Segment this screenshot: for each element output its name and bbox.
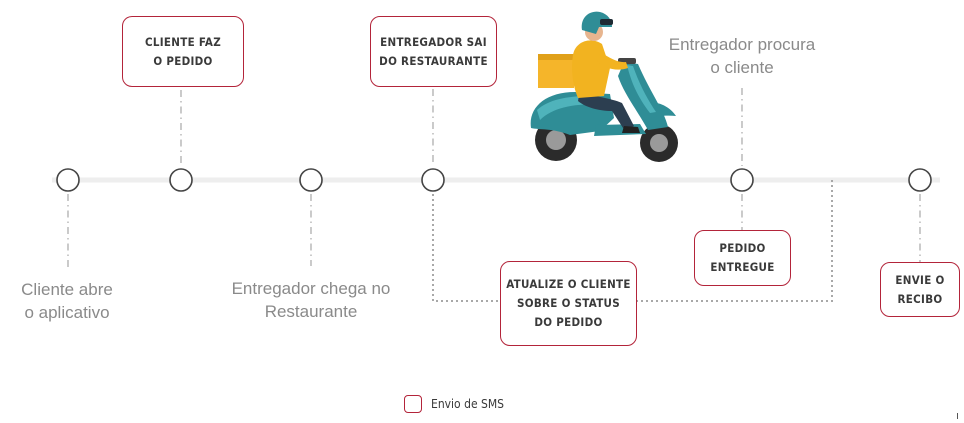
sms-step-envie-recibo: ENVIE O RECIBO [880,262,960,317]
node-entregador-chega [299,168,323,192]
step-entregador-procura: Entregador procura o cliente [668,35,816,77]
node-entregador-sai [421,168,445,192]
sms-step-label: ATUALIZE O CLIENTE SOBRE O STATUS DO PED… [506,277,631,329]
sms-step-label: ENTREGADOR SAI DO RESTAURANTE [379,34,488,68]
sms-step-atualize-cliente: ATUALIZE O CLIENTE SOBRE O STATUS DO PED… [500,261,637,346]
sms-step-pedido-entregue: PEDIDO ENTREGUE [694,230,791,286]
legend: Envio de SMS [404,395,504,413]
sms-step-cliente-faz-pedido: CLIENTE FAZ O PEDIDO [122,16,244,87]
sms-step-label: PEDIDO ENTREGUE [710,241,775,274]
step-entregador-chega: Entregador chega no Restaurante [231,279,391,321]
sms-step-label: ENVIE O RECIBO [895,272,945,306]
node-envie-recibo [908,168,932,192]
timeline-nodes [56,168,932,192]
sms-step-entregador-sai: ENTREGADOR SAI DO RESTAURANTE [370,16,497,87]
delivery-scooter-icon [530,11,678,162]
legend-sms-swatch [404,395,422,413]
legend-label: Envio de SMS [431,397,505,411]
edge-mark [957,413,958,419]
sms-step-label: CLIENTE FAZ O PEDIDO [144,34,222,68]
step-cliente-abre: Cliente abre o aplicativo [21,280,113,322]
connector-lines [67,88,921,268]
node-cliente-abre [56,168,80,192]
node-entregador-procura [730,168,754,192]
node-cliente-faz-pedido [169,168,193,192]
